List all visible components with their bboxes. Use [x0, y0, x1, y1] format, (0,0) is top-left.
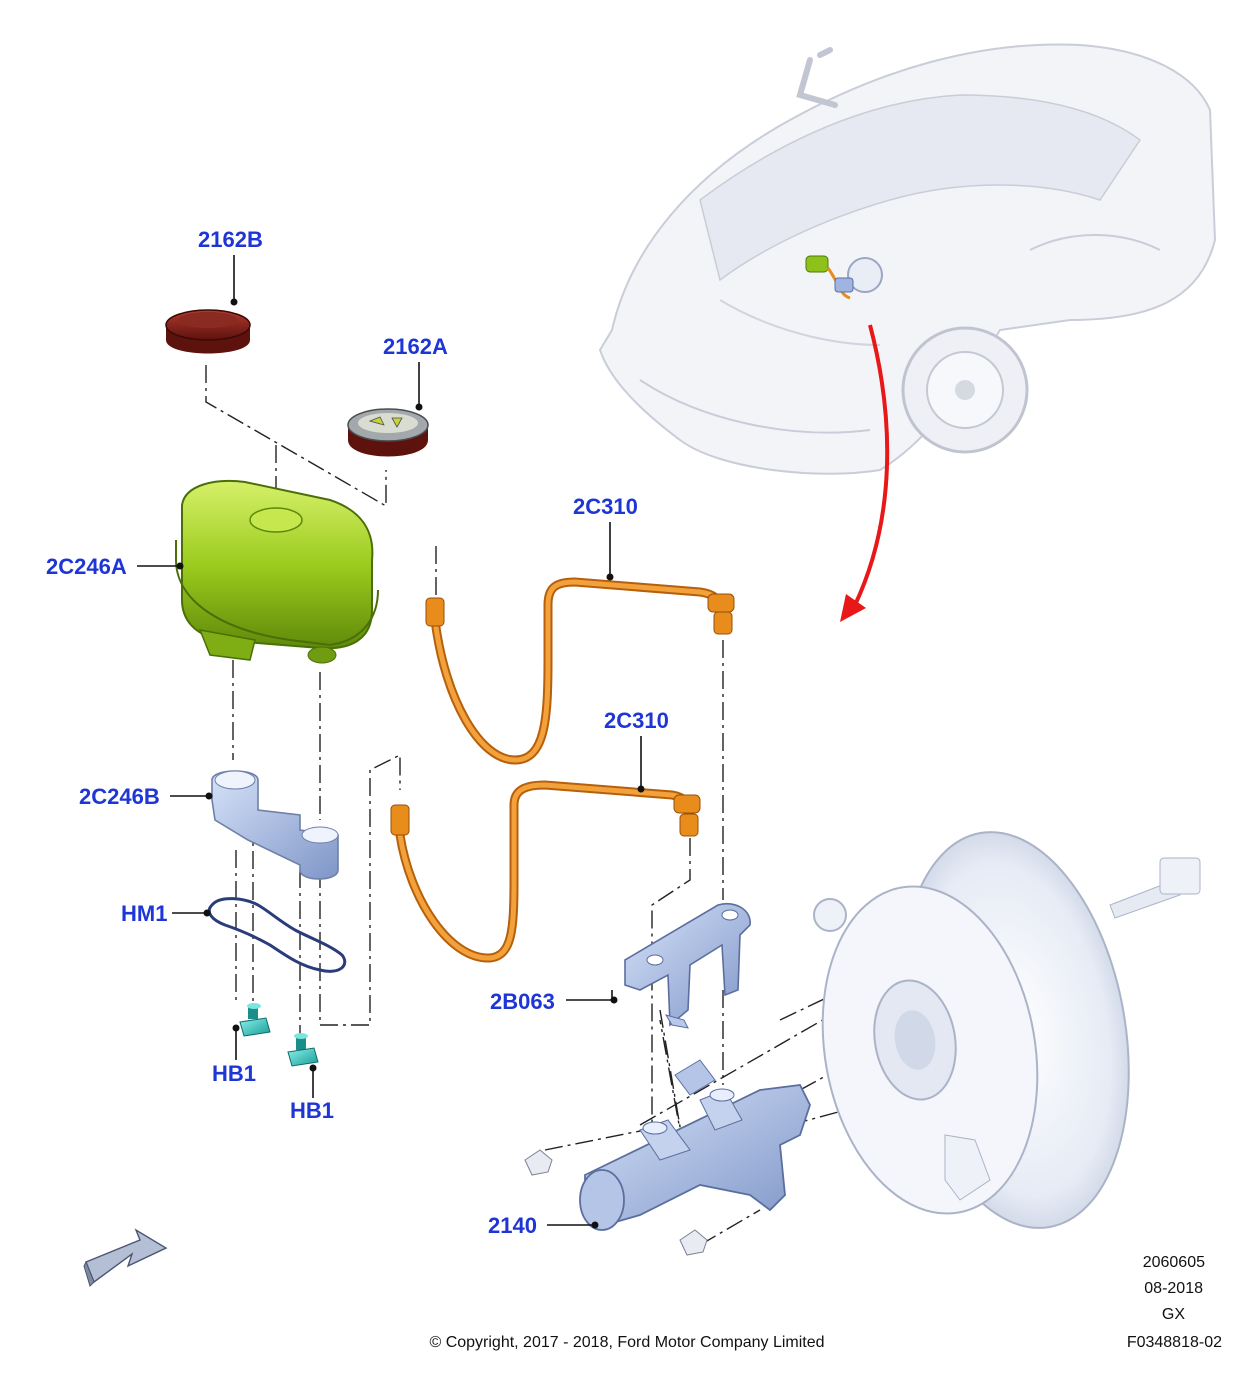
- bolt-HB1-right: [287, 1033, 319, 1067]
- callout-HB1-left: HB1: [212, 1061, 256, 1086]
- brake-line-2C310-lower: [390, 780, 701, 963]
- reservoir-grommet-2C246B: [211, 770, 339, 880]
- reference-number: 2060605: [1143, 1254, 1205, 1271]
- bracket-2B063: [624, 903, 751, 1029]
- model-code: GX: [1162, 1306, 1185, 1323]
- callouts: 2162B 2162A 2C246A 2C310 2C310 2C246B HM…: [46, 227, 669, 1238]
- location-arrow-icon: [840, 324, 890, 622]
- callout-2C310-lower: 2C310: [604, 708, 669, 733]
- callout-2C310-upper: 2C310: [573, 494, 638, 519]
- brake-booster: [813, 831, 1201, 1229]
- reservoir-cap-2162A: [347, 408, 429, 457]
- revision-date: 08-2018: [1144, 1280, 1203, 1297]
- figure-id: F0348818-02: [1127, 1334, 1222, 1351]
- bolt-HB1-left: [239, 1003, 271, 1037]
- callout-2C246A: 2C246A: [46, 554, 127, 579]
- callout-HM1: HM1: [121, 901, 167, 926]
- copyright-notice: © Copyright, 2017 - 2018, Ford Motor Com…: [429, 1334, 824, 1351]
- callout-HB1-right: HB1: [290, 1098, 334, 1123]
- reservoir-cap-2162B: [165, 309, 251, 354]
- front-direction-arrow-icon: [83, 1228, 168, 1287]
- brake-fluid-reservoir-2C246A: [175, 479, 379, 664]
- callout-2162B: 2162B: [198, 227, 263, 252]
- footer-info: 2060605 08-2018 GX F0348818-02 © Copyrig…: [429, 1254, 1222, 1351]
- callout-2162A: 2162A: [383, 334, 448, 359]
- callout-2C246B: 2C246B: [79, 784, 160, 809]
- vehicle-illustration: [598, 43, 1217, 475]
- callout-2B063: 2B063: [490, 989, 555, 1014]
- seal-HM1: [207, 897, 347, 973]
- brake-line-2C310-upper: [425, 577, 735, 765]
- master-cylinder-2140: [524, 1059, 811, 1256]
- callout-2140: 2140: [488, 1213, 537, 1238]
